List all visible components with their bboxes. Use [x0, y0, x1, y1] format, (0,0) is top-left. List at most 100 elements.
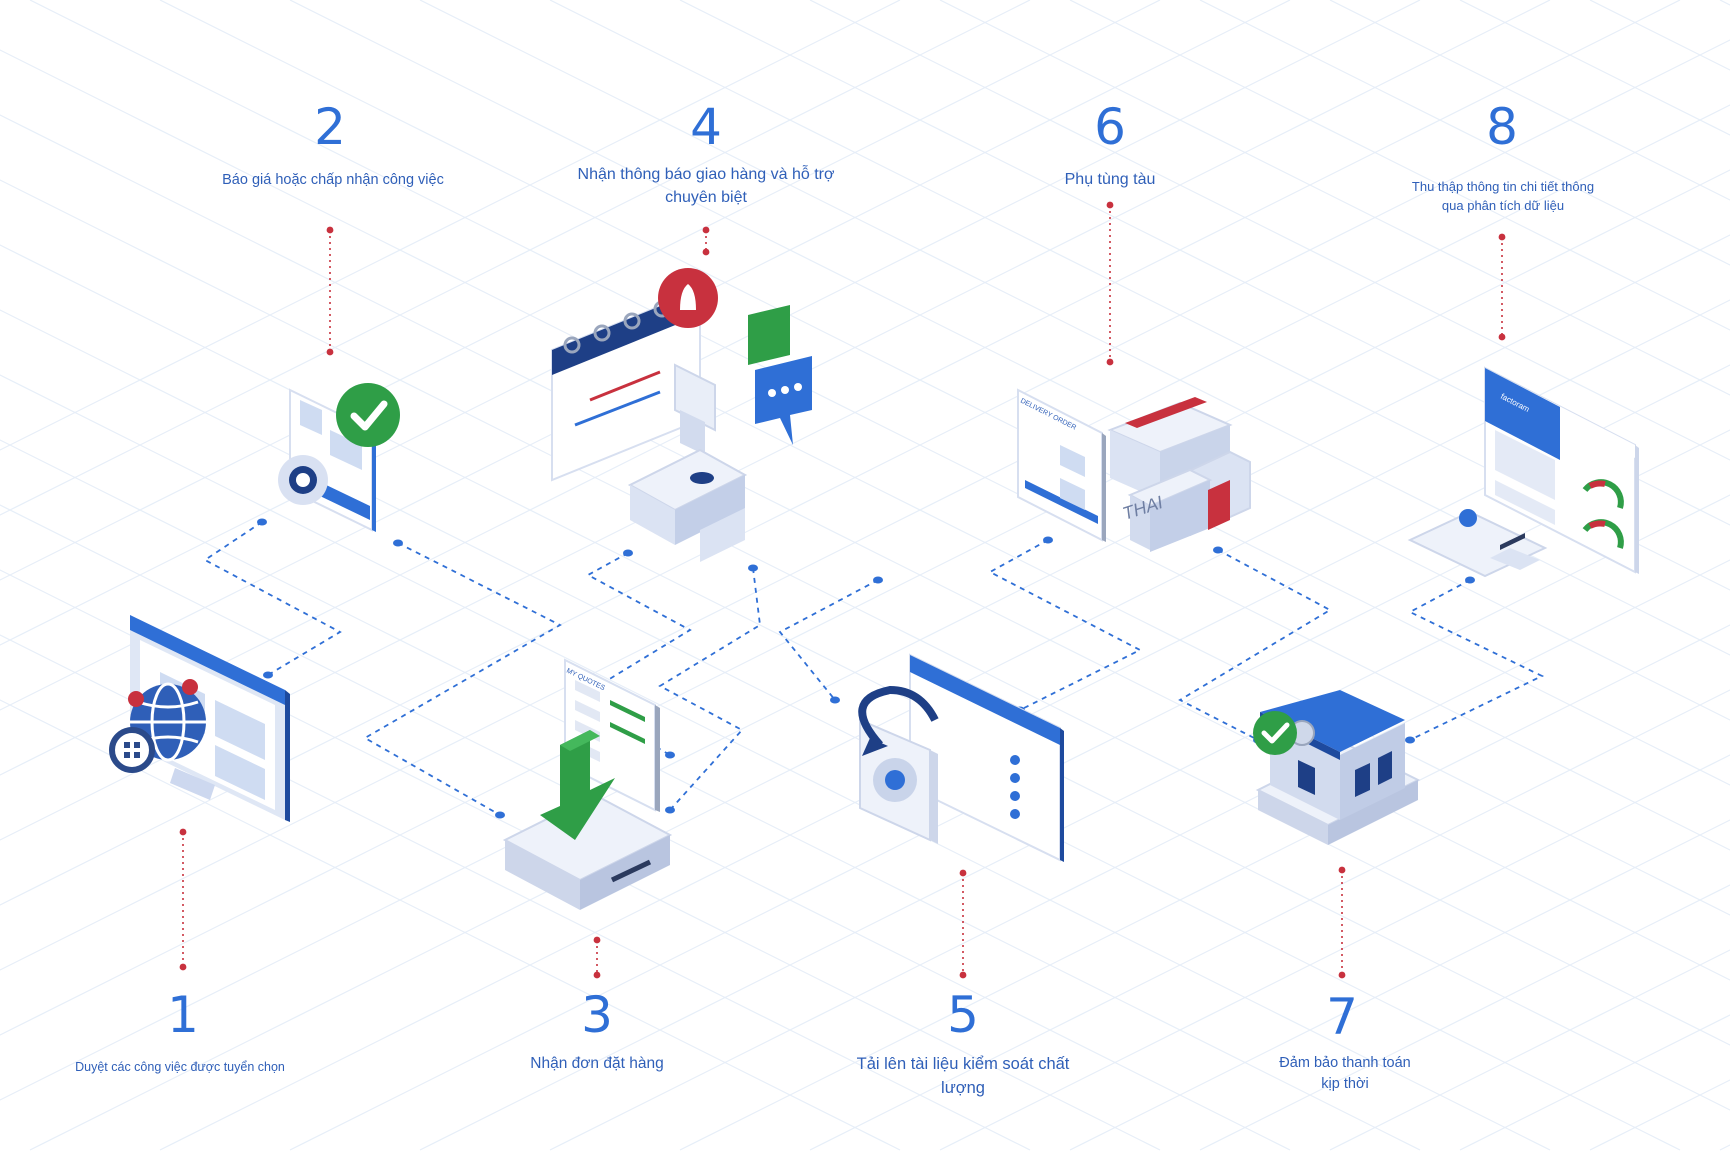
grid-line [1329, 949, 1730, 1151]
stem-dot [593, 971, 601, 979]
stem-dot [702, 248, 710, 256]
grid-line [0, 0, 1421, 711]
step-label-6: Phụ tùng tàu [1050, 168, 1170, 191]
connector-dot [830, 696, 840, 704]
step-number-1: 1 [167, 986, 199, 1044]
grid-line [1069, 819, 1730, 1151]
step-label-8: Thu thập thông tin chi tiết thông qua phâ… [1388, 178, 1618, 216]
grid-line [1329, 0, 1730, 201]
step-label-2: Báo giá hoặc chấp nhận công việc [218, 170, 448, 191]
stem-dot [593, 936, 601, 944]
grid-line [1589, 0, 1730, 71]
grid-line [549, 559, 1730, 1151]
connector-dot [1465, 576, 1475, 584]
stem-dot [326, 226, 334, 234]
dashed-connector [1408, 579, 1545, 741]
connector-dot [1043, 536, 1053, 544]
connector-dot [393, 539, 403, 547]
quote-accept-icon [278, 383, 400, 532]
step-label-line: Nhận đơn đặt hàng [530, 1055, 664, 1072]
step-label-line: chuyên biệt [665, 189, 747, 207]
order-download-icon: MY QUOTES [502, 658, 673, 910]
shipping-boxes-icon: DELIVERY ORDER THAI [1017, 388, 1251, 552]
step-label-line: Đảm bảo thanh toán [1279, 1055, 1411, 1071]
step-label-line: Duyệt các công việc được tuyển chọn [75, 1060, 285, 1074]
stem-dot [702, 226, 710, 234]
step-number-5: 5 [947, 986, 979, 1044]
step-label-line: Phụ tùng tàu [1064, 171, 1156, 188]
stem-dot [1338, 971, 1346, 979]
step-number-3: 3 [581, 986, 613, 1044]
connector-dot [665, 751, 675, 759]
grid-line [679, 0, 1730, 526]
step-label-line: Thu thập thông tin chi tiết thông [1411, 179, 1595, 194]
step-label-3: Nhận đơn đặt hàng [527, 1053, 667, 1075]
dashed-connector [1178, 549, 1332, 741]
grid-line [289, 429, 1730, 1151]
step-number-6: 6 [1094, 98, 1126, 156]
step-label-line: lượng [941, 1078, 985, 1097]
step-number-4: 4 [690, 98, 722, 156]
connector-dot [1213, 546, 1223, 554]
quality-upload-icon [858, 653, 1064, 862]
grid-line [0, 0, 1681, 841]
grid-line [809, 689, 1730, 1151]
grid-line [0, 0, 1291, 646]
step-label-1: Duyệt các công việc được tuyển chọn [75, 1058, 285, 1076]
grid-line [159, 364, 1730, 1151]
stem-dot [326, 348, 334, 356]
connector-dot [263, 671, 273, 679]
step-label-7: Đảm bảo thanh toán kịp thời [1270, 1053, 1420, 1095]
grid-line [1589, 1079, 1730, 1151]
connector-dot [873, 576, 883, 584]
connector-dot [495, 811, 505, 819]
step-number-2: 2 [314, 98, 346, 156]
grid-line [0, 0, 901, 451]
connector-dot [1405, 736, 1415, 744]
grid-line [0, 634, 1031, 1151]
grid-line [1199, 0, 1730, 266]
step-label-line: qua phân tích dữ liệu [1441, 197, 1565, 213]
grid-line [419, 494, 1730, 1151]
grid-line [0, 0, 1161, 581]
step-label-line: kịp thời [1321, 1076, 1369, 1093]
calendar-notification-icon [551, 268, 812, 562]
grid-line [0, 0, 1551, 776]
stem-dot [1338, 866, 1346, 874]
dashed-connectors [203, 518, 1545, 819]
grid-line [679, 624, 1730, 1151]
grid-line [1069, 0, 1730, 331]
grid-line [29, 299, 1730, 1151]
step-label-5: Tải lên tài liệu kiểm soát chất lượng [846, 1053, 1080, 1101]
stem-dot [1106, 358, 1114, 366]
step-label-line: Nhận thông báo giao hàng và hỗ trợ [577, 166, 835, 183]
dashed-connector [988, 539, 1142, 711]
connector-dot [665, 806, 675, 814]
grid-line [939, 754, 1730, 1151]
dashed-connector [778, 579, 879, 701]
stem-dot [1498, 333, 1506, 341]
grid-line [0, 0, 1031, 516]
grid-line [1199, 884, 1730, 1151]
connector-dot [748, 564, 758, 572]
step-label-line: Tải lên tài liệu kiểm soát chất [856, 1055, 1070, 1073]
dotted-stems [179, 201, 1506, 979]
grid-line [809, 0, 1730, 461]
step-number-8: 8 [1486, 98, 1518, 156]
stem-dot [1106, 201, 1114, 209]
grid-line [939, 0, 1730, 396]
stem-dot [179, 828, 187, 836]
stem-dot [959, 971, 967, 979]
step-label-4: Nhận thông báo giao hàng và hỗ trợ chuyên… [560, 163, 852, 209]
grid-line [0, 699, 901, 1151]
analytics-dashboard-icon: factoram [1407, 366, 1639, 578]
step-label-line: Báo giá hoặc chấp nhận công việc [222, 172, 444, 188]
dashed-connector [658, 567, 761, 811]
step-number-7: 7 [1326, 988, 1358, 1046]
